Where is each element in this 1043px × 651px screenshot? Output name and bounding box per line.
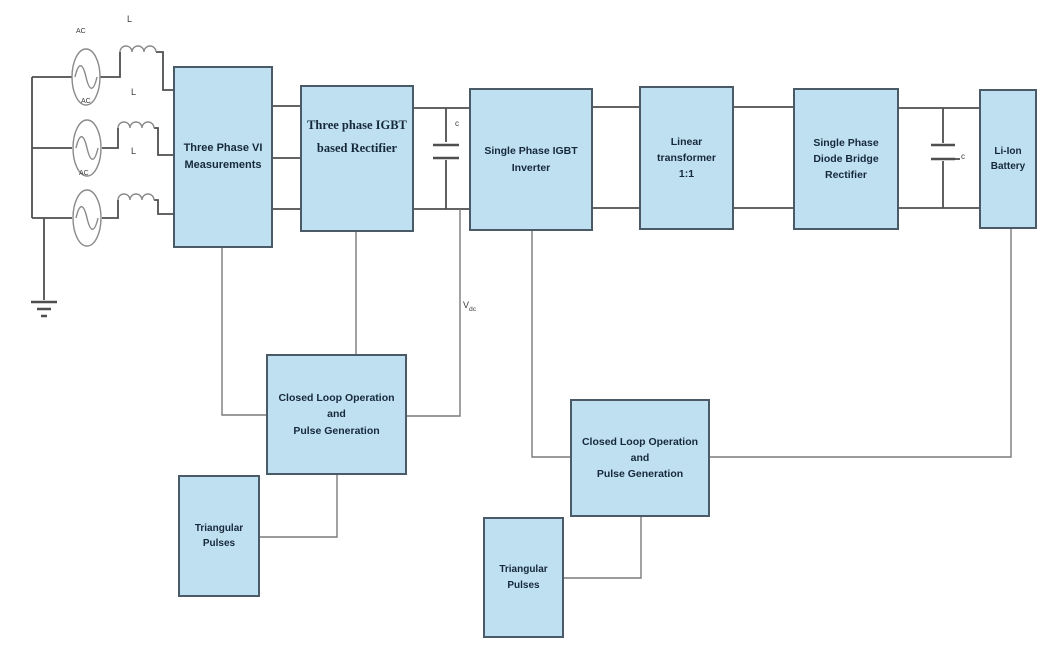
block-label: Li-Ion Battery: [990, 145, 1026, 173]
block-triangular-pulses-inverter: Triangular Pulses: [483, 517, 564, 638]
output-capacitor-icon: [931, 108, 960, 208]
output-capacitor-label: c: [961, 152, 965, 161]
block-label: Three phase IGBT: [307, 118, 407, 132]
block-label: Triangular Pulses: [194, 522, 244, 550]
inverter-to-transformer-wires: [593, 106, 639, 209]
inductor-3-label: L: [131, 146, 137, 156]
block-single-phase-diode-bridge-rectifier: Single Phase Diode Bridge Rectifier: [793, 88, 899, 230]
block-closed-loop-inverter: Closed Loop Operation and Pulse Generati…: [570, 399, 710, 517]
block-label: Linear transformer: [657, 135, 716, 164]
ac-source-3-icon: [72, 189, 102, 247]
block-label: Closed Loop Operation and: [278, 392, 395, 421]
vdc-label: Vdc: [463, 300, 477, 313]
block-closed-loop-rectifier: Closed Loop Operation and Pulse Generati…: [266, 354, 407, 475]
phase2-wire: [32, 127, 173, 156]
ac-source-2-label: AC: [81, 98, 91, 105]
block-label: Triangular Pulses: [499, 564, 548, 591]
block-label: based Rectifier: [316, 140, 398, 155]
vi-to-rectifier-wires: [273, 105, 300, 210]
inverter-pulse-wire: [531, 231, 570, 458]
vi-to-closed-loop1-wire: [221, 248, 266, 416]
phase3-wire: [32, 199, 173, 219]
dc-link-capacitor-icon: [433, 108, 459, 209]
block-label: Pulse Generation: [293, 424, 380, 437]
inductor-1-label: L: [127, 14, 133, 24]
block-label: Closed Loop Operation and: [581, 435, 699, 464]
triangular1-to-closed-loop1-wire: [260, 475, 338, 538]
block-three-phase-vi-measurements: Three Phase VI Measurements: [173, 66, 273, 248]
block-triangular-pulses-rectifier: Triangular Pulses: [178, 475, 260, 597]
ac-source-1-icon: [71, 48, 101, 106]
inductor-3-icon: [117, 193, 155, 201]
ac-source-2-icon: [72, 119, 102, 177]
battery-feedback-wire: [710, 229, 1012, 458]
block-label: 1:1: [678, 168, 695, 181]
inductor-1-icon: [119, 45, 157, 53]
dc-link-capacitor-label: c: [455, 119, 459, 128]
rectifier-to-battery-wires: [899, 107, 979, 209]
triangular2-to-closed-loop2-wire: [564, 517, 642, 579]
block-label: Three Phase VI: [183, 141, 263, 154]
block-label: Diode Bridge Rectifier: [813, 152, 879, 182]
ac-source-3-label: AC: [79, 170, 89, 177]
block-label: Measurements: [184, 159, 262, 171]
phase1-wire: [32, 51, 173, 91]
block-single-phase-igbt-inverter: Single Phase IGBT Inverter: [469, 88, 593, 231]
inductor-2-label: L: [131, 87, 137, 97]
block-label: Single Phase IGBT Inverter: [484, 145, 578, 174]
block-li-ion-battery: Li-Ion Battery: [979, 89, 1037, 229]
block-three-phase-igbt-rectifier: Three phase IGBT based Rectifier: [300, 85, 414, 232]
block-label: Pulse Generation: [596, 468, 684, 481]
transformer-to-rectifier-wires: [734, 106, 793, 209]
block-linear-transformer: Linear transformer 1:1: [639, 86, 734, 230]
vdc-feedback-wire: [407, 209, 461, 417]
ground-icon: [31, 218, 57, 318]
ac-source-1-label: AC: [76, 28, 86, 35]
block-label: Single Phase: [813, 136, 879, 149]
inductor-2-icon: [117, 121, 155, 129]
